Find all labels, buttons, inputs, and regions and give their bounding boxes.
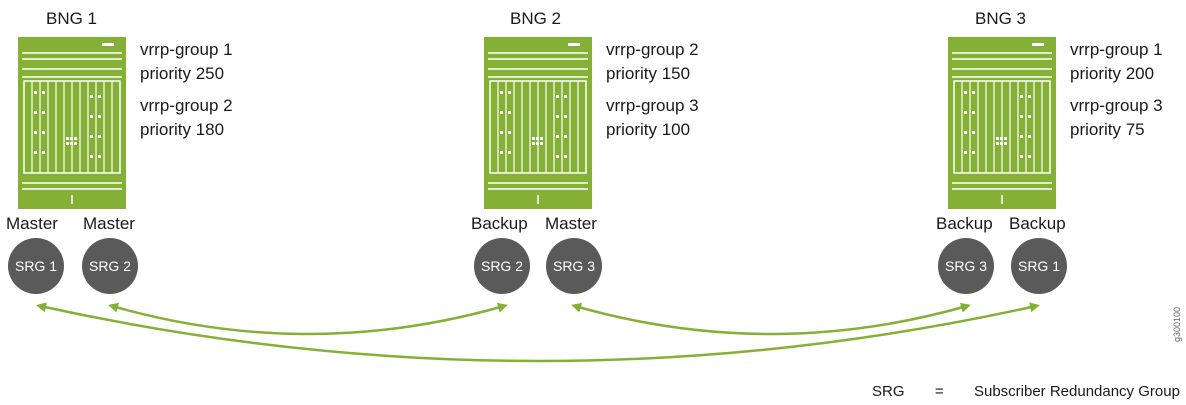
srg-node: SRG 3 [938, 238, 994, 294]
srg-node: SRG 2 [474, 238, 530, 294]
bng3-title: BNG 3 [975, 9, 1027, 28]
srg-state-label: Backup [1009, 214, 1066, 233]
srg-node: SRG 2 [82, 238, 138, 294]
bng1-config: vrrp-group 1 priority 250 vrrp-group 2 p… [140, 38, 233, 142]
legend-definition: Subscriber Redundancy Group [973, 383, 1180, 400]
srg-state-label: Backup [936, 214, 993, 233]
bng2-config: vrrp-group 2 priority 150 vrrp-group 3 p… [606, 38, 699, 142]
srg-node: SRG 1 [8, 238, 64, 294]
priority-label: priority 100 [606, 120, 691, 139]
priority-label: priority 250 [140, 64, 225, 83]
legend: SRG = Subscriber Redundancy Group [872, 383, 1180, 400]
vrrp-group-label: vrrp-group 3 [606, 96, 699, 115]
priority-label: priority 150 [606, 64, 691, 83]
legend-term: SRG [872, 383, 905, 400]
vrrp-group-label: vrrp-group 3 [1070, 96, 1163, 115]
legend-equals: = [934, 383, 944, 400]
bng3-config: vrrp-group 1 priority 200 vrrp-group 3 p… [1070, 38, 1163, 142]
bng2-router-icon [484, 37, 592, 209]
bng2-title: BNG 2 [510, 9, 562, 28]
priority-label: priority 200 [1070, 64, 1155, 83]
srg-state-label: Master [6, 214, 58, 233]
vrrp-group-label: vrrp-group 2 [606, 40, 699, 59]
bng1-router-icon [18, 37, 126, 209]
vrrp-group-label: vrrp-group 2 [140, 96, 233, 115]
srg1-pair-arrow [36, 302, 1040, 363]
bng1-title: BNG 1 [46, 9, 98, 28]
priority-label: priority 180 [140, 120, 225, 139]
srg2-pair-arrow [108, 302, 508, 336]
srg-node: SRG 3 [546, 238, 602, 294]
vrrp-group-label: vrrp-group 1 [1070, 40, 1163, 59]
srg-node: SRG 1 [1011, 238, 1067, 294]
srg-state-label: Master [83, 214, 135, 233]
srg-state-label: Master [545, 214, 597, 233]
bng3-router-icon [948, 37, 1056, 209]
figure-id: g300100 [1172, 306, 1182, 342]
priority-label: priority 75 [1070, 120, 1145, 139]
vrrp-group-label: vrrp-group 1 [140, 40, 233, 59]
srg3-pair-arrow [571, 302, 971, 336]
srg-state-label: Backup [471, 214, 528, 233]
